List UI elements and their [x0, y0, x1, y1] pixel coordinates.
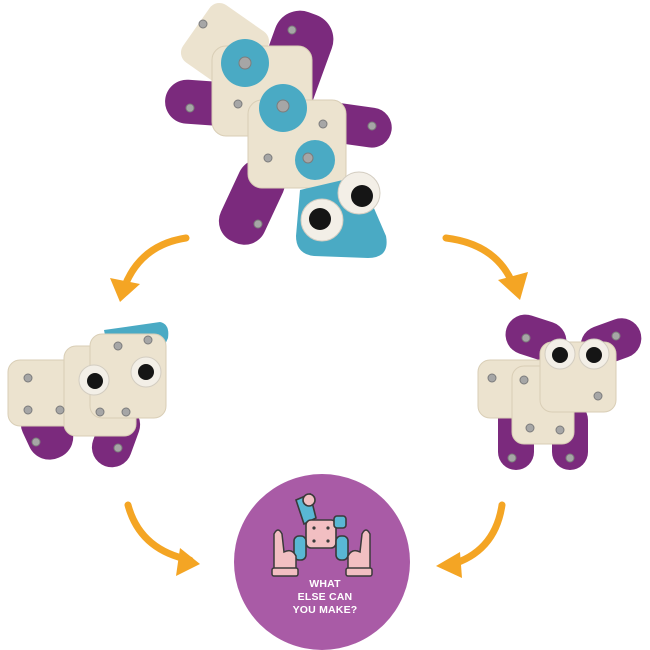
badge-line-1: WHAT [309, 578, 341, 590]
arrow-top-right [442, 234, 516, 286]
badge-circle [234, 474, 410, 650]
badge-line-3: YOU MAKE? [292, 604, 358, 616]
left-felt-creature [7, 322, 169, 468]
arrowhead-bottom-right [436, 552, 462, 578]
arrowhead-bottom-left [176, 548, 200, 576]
arrow-top-left [120, 234, 190, 292]
arrowhead-top-right [498, 272, 528, 300]
robot-toy-icon [293, 492, 349, 561]
left-hand-icon [271, 529, 299, 577]
top-felt-creature [165, 2, 392, 258]
arrowhead-top-left [110, 278, 140, 302]
right-hand-icon [345, 529, 373, 577]
right-felt-creature [477, 314, 642, 470]
badge-text: WHAT ELSE CAN YOU MAKE? [255, 578, 395, 617]
badge-line-2: ELSE CAN [297, 591, 353, 603]
